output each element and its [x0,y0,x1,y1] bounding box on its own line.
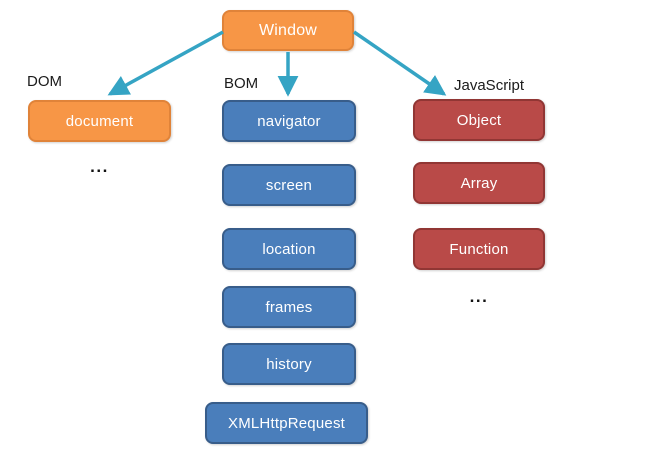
node-history: history [222,343,356,385]
arrow-window-to-object-icon [353,30,447,96]
node-object: Object [413,99,545,141]
ellipsis-javascript: ... [469,287,489,306]
ellipsis-dom: ... [90,157,109,176]
node-array: Array [413,162,545,204]
category-label-bom: BOM [224,75,259,92]
node-screen: screen [222,164,356,206]
node-frames: frames [222,286,356,328]
node-document: document [28,100,171,142]
node-xmlhttprequest: XMLHttpRequest [205,402,368,444]
category-label-javascript: JavaScript [454,77,525,94]
node-function: Function [413,228,545,270]
node-navigator: navigator [222,100,356,142]
node-location: location [222,228,356,270]
node-window: Window [222,10,354,51]
arrow-window-to-document-icon [107,30,224,96]
category-label-dom: DOM [27,73,62,90]
